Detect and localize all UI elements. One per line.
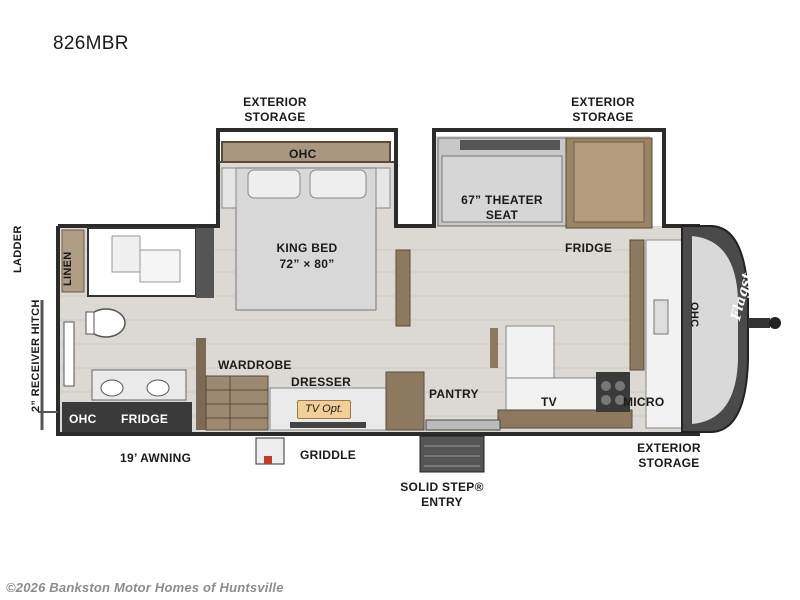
outer-walls	[56, 128, 700, 436]
griddle-icon	[255, 437, 285, 465]
label-exterior-storage-right: EXTERIOR STORAGE	[571, 95, 635, 124]
label-exterior-storage-left: EXTERIOR STORAGE	[243, 95, 307, 124]
entry-steps	[419, 419, 501, 473]
label-linen: LINEN	[62, 251, 74, 287]
label-griddle: GRIDDLE	[300, 448, 357, 462]
label-fridge-rear: FRIDGE	[121, 412, 169, 426]
label-ohc-bedroom: OHC	[289, 147, 317, 161]
label-micro: MICRO	[623, 395, 665, 409]
label-theater-seat: 67” THEATER SEAT	[461, 193, 543, 222]
label-king-bed: KING BED	[276, 241, 338, 255]
front-cap	[681, 225, 781, 433]
label-exterior-storage-front: EXTERIOR STORAGE	[637, 441, 701, 470]
theater-seat	[437, 137, 653, 229]
label-pantry: PANTRY	[429, 387, 479, 401]
label-wardrobe: WARDROBE	[218, 358, 292, 372]
label-entry: SOLID STEP® ENTRY	[400, 480, 484, 509]
label-ladder: LADDER	[12, 225, 24, 273]
label-awning: 19’ AWNING	[120, 451, 192, 465]
label-receiver-hitch: 2” RECEIVER HITCH	[30, 299, 42, 412]
label-king-bed-size: 72” × 80”	[279, 257, 335, 271]
bathroom	[61, 227, 214, 432]
label-dresser: DRESSER	[291, 375, 352, 389]
kitchen	[497, 239, 683, 429]
king-bed	[221, 167, 391, 311]
label-ohc-front: OHC	[688, 302, 700, 328]
watermark: ©2026 Bankston Motor Homes of Huntsville	[6, 580, 284, 595]
label-tv: TV	[541, 395, 557, 409]
rear-bumper	[38, 300, 58, 430]
model-number: 826MBR	[53, 33, 129, 54]
label-ohc-rear: OHC	[69, 412, 97, 426]
tv-option-badge: TV Opt.	[297, 400, 351, 419]
label-fridge-front: FRIDGE	[565, 241, 613, 255]
wardrobe	[196, 249, 498, 431]
